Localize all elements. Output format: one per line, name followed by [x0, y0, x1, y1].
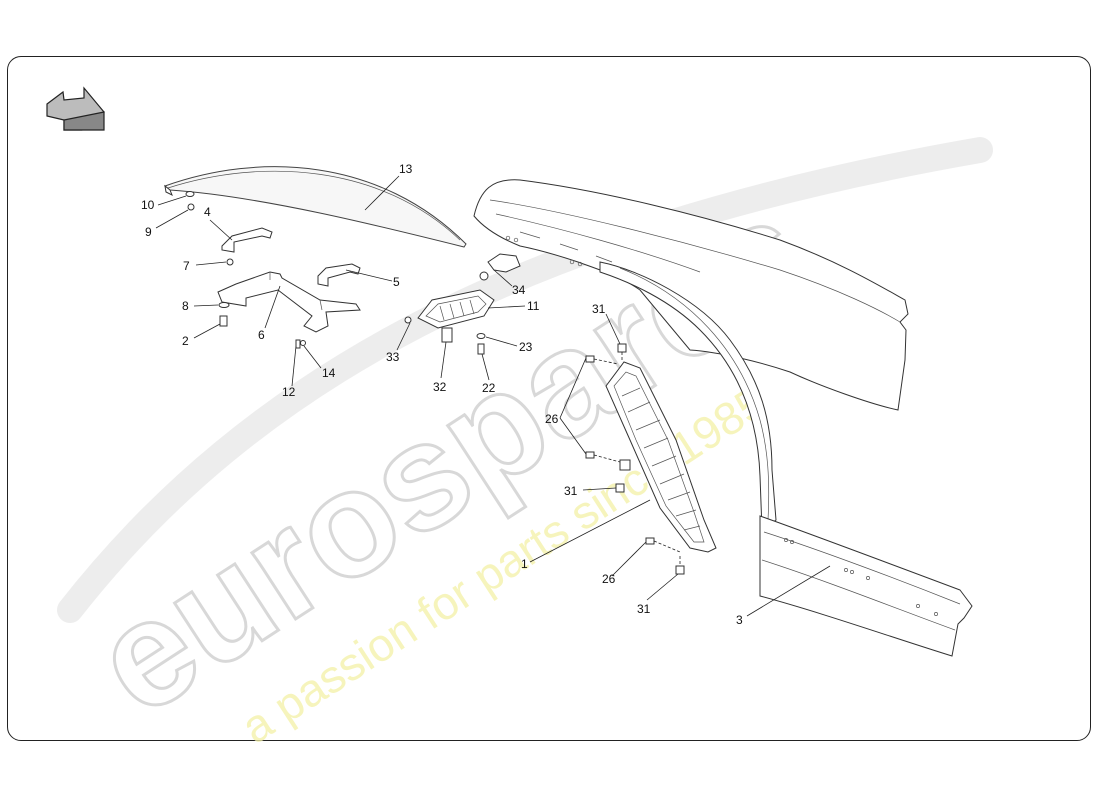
clip-31-bottom	[675, 565, 685, 575]
callout-31-upper: 31	[592, 302, 606, 316]
clip-32	[441, 327, 453, 343]
callout-7: 7	[183, 259, 190, 273]
screw-33	[404, 316, 412, 324]
bolt-22	[477, 343, 485, 355]
callout-14: 14	[322, 366, 336, 380]
callout-8: 8	[182, 299, 189, 313]
callout-26-upper: 26	[545, 412, 559, 426]
clip-12	[295, 339, 301, 349]
cross-bracket-6	[217, 271, 361, 333]
screw-26-middle	[585, 451, 595, 459]
callout-1: 1	[521, 557, 528, 571]
spoiler-blade-part	[163, 166, 467, 248]
callout-31-bottom: 31	[637, 602, 651, 616]
fastener-group-left	[185, 191, 306, 349]
callout-31-middle: 31	[564, 484, 578, 498]
callout-33: 33	[386, 350, 400, 364]
orientation-arrow-icon	[46, 86, 105, 131]
bolt-2	[219, 315, 228, 327]
mount-bracket-5	[317, 263, 361, 287]
callout-32: 32	[433, 380, 447, 394]
mount-bracket-4	[221, 227, 273, 253]
leader-lines	[155, 175, 831, 617]
fastener-group-right	[585, 343, 685, 575]
nut-7	[226, 258, 234, 266]
callout-3: 3	[736, 613, 743, 627]
air-intake-grille-1	[605, 361, 717, 553]
rear-fender-panel	[473, 179, 973, 657]
callout-2: 2	[182, 334, 189, 348]
watermark-swoosh	[57, 137, 993, 623]
callout-9: 9	[145, 225, 152, 239]
clip-31-upper	[617, 343, 627, 353]
callout-34: 34	[512, 283, 526, 297]
screw-26-upper	[585, 355, 595, 363]
nut-9	[187, 203, 195, 211]
screw-26-lower	[645, 537, 655, 545]
side-light-grille-11	[417, 289, 495, 329]
screw-14	[300, 340, 306, 346]
callout-11: 11	[527, 299, 540, 313]
callout-6: 6	[258, 328, 265, 342]
callout-23: 23	[519, 340, 533, 354]
callout-26-lower: 26	[602, 572, 616, 586]
diagram-frame	[7, 56, 1091, 741]
callout-13: 13	[399, 162, 413, 176]
washer-10	[185, 191, 195, 197]
callout-4: 4	[204, 205, 211, 219]
callout-10: 10	[141, 198, 155, 212]
fastener-group-middle	[404, 316, 486, 355]
washer-23	[476, 333, 486, 339]
callout-22: 22	[482, 381, 496, 395]
washer-8	[218, 302, 230, 308]
clip-31-lower-left	[615, 483, 625, 493]
callout-12: 12	[282, 385, 296, 399]
clip-31-middle	[619, 459, 631, 471]
callout-labels: 13 10 9 4 7 5 8 6 2 14 12 34 11 33 23 32…	[141, 162, 743, 627]
callout-5: 5	[393, 275, 400, 289]
